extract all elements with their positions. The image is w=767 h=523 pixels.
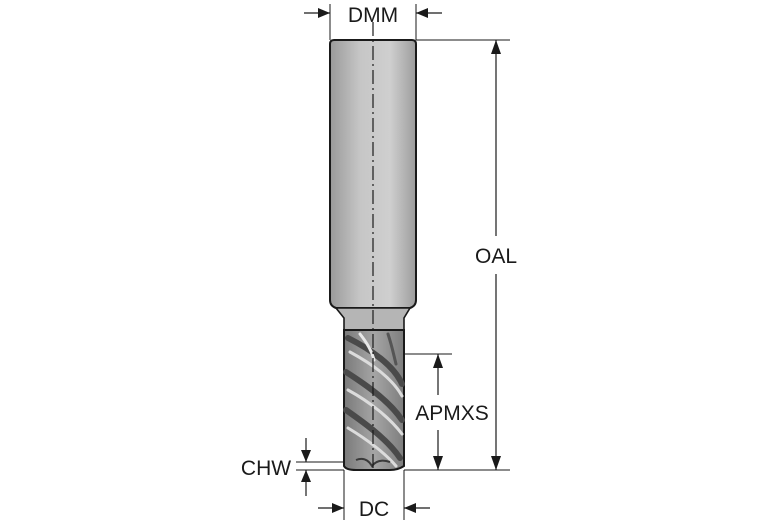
oal-dimension bbox=[404, 39, 510, 471]
dc-dimension bbox=[318, 470, 430, 520]
helix-flute-bands bbox=[343, 332, 405, 468]
dmm-dimension bbox=[304, 4, 442, 40]
apmxs-label: APMXS bbox=[415, 402, 489, 425]
chw-label: CHW bbox=[241, 457, 291, 480]
apmxs-dimension bbox=[404, 353, 452, 470]
oal-label: OAL bbox=[475, 245, 517, 268]
tool-tip bbox=[355, 457, 391, 468]
dc-label: DC bbox=[359, 498, 389, 521]
chw-dimension bbox=[296, 438, 344, 496]
dmm-label: DMM bbox=[348, 4, 398, 27]
